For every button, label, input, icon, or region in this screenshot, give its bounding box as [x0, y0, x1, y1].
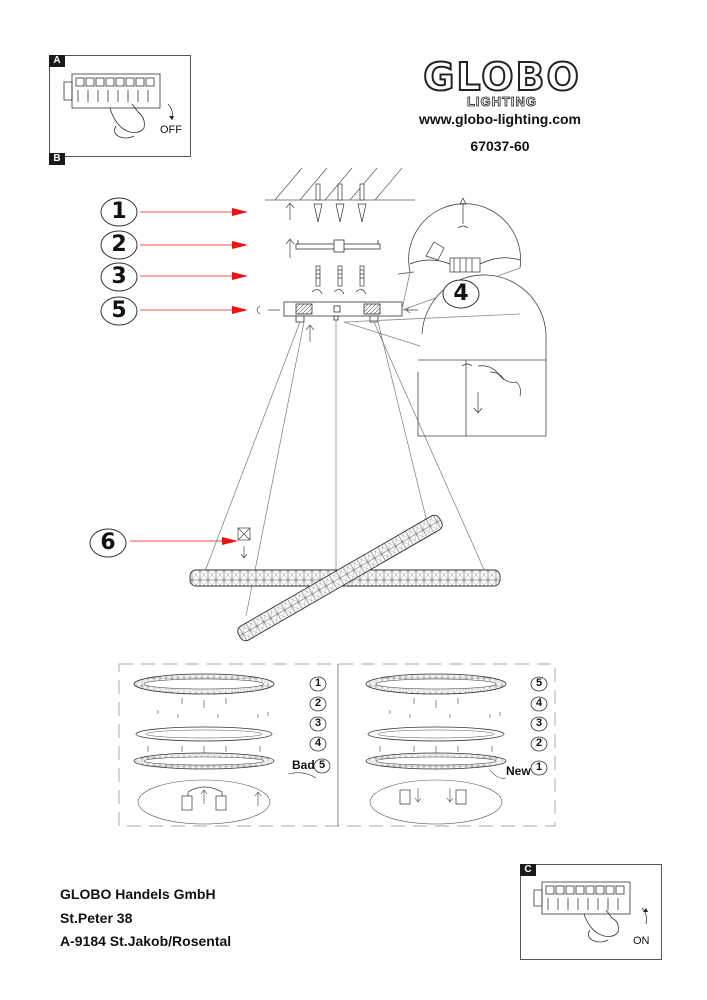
panel-a-power-off: [49, 55, 191, 157]
brand-subtitle: LIGHTING: [466, 94, 538, 110]
website-text: www.globo-lighting.com: [418, 111, 581, 127]
step-4-label: 4: [453, 281, 469, 306]
panel-a-tag: A: [49, 55, 65, 67]
company-city: A-9184 St.Jakob/Rosental: [60, 933, 232, 949]
brand-logo: GLOBO LIGHTING: [412, 55, 592, 110]
ring-order-right-1: 1: [535, 761, 543, 773]
article-number: 67037-60: [470, 138, 530, 154]
ring-order-comparison: [118, 663, 556, 827]
panel-b-tag: B: [49, 153, 65, 165]
ring-order-new-label: New: [506, 764, 531, 778]
ring-order-left-4: 4: [314, 737, 322, 749]
ring-order-left-5: 5: [318, 759, 326, 771]
brand-name: GLOBO: [422, 55, 581, 99]
ring-order-left-2: 2: [314, 697, 322, 709]
assembly-diagram: [130, 167, 547, 642]
terminal-block-off-illustration: [63, 73, 174, 139]
panel-c-tag: C: [520, 864, 536, 876]
step-3-label: 3: [111, 264, 127, 289]
ring-order-bad-label: Bad: [292, 758, 315, 772]
company-name: GLOBO Handels GmbH: [60, 886, 216, 902]
company-street: St.Peter 38: [60, 910, 133, 926]
terminal-block-on-illustration: [533, 881, 648, 943]
tilted-ring: [237, 514, 443, 642]
panel-a-off-label: OFF: [160, 124, 182, 136]
step-1-label: 1: [111, 199, 127, 224]
panel-c-power-on: [520, 864, 662, 960]
ring-order-right-2: 2: [535, 737, 543, 749]
step-circles: [89, 197, 480, 558]
ring-order-left-3: 3: [314, 717, 322, 729]
ring-order-right-5: 5: [535, 677, 543, 689]
ring-order-right-4: 4: [535, 697, 543, 709]
panel-c-on-label: ON: [633, 935, 650, 947]
ring-order-right-3: 3: [535, 717, 543, 729]
step-2-label: 2: [111, 232, 127, 257]
step-5-label: 5: [111, 298, 127, 323]
step-6-label: 6: [100, 530, 116, 555]
ring-order-left-1: 1: [314, 677, 322, 689]
